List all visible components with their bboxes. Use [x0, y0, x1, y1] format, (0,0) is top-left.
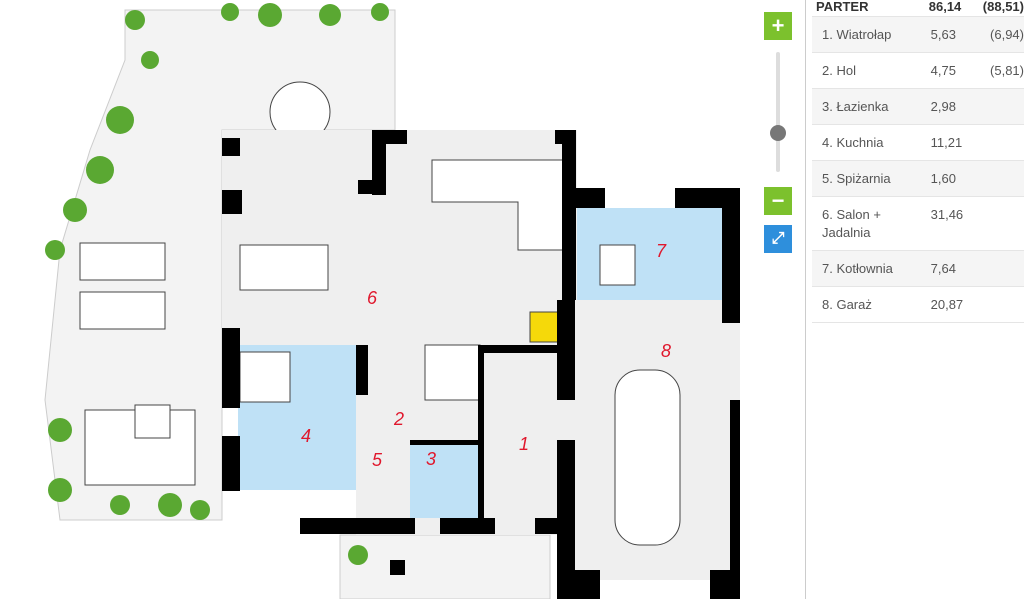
room-name: 7. Kotłownia	[822, 261, 893, 276]
floor-name: PARTER	[816, 0, 869, 14]
room-area: 11,21	[930, 135, 963, 150]
table-row: 5. Spiżarnia 1,60	[812, 161, 1024, 197]
room-7-floor	[577, 208, 722, 300]
floor-plan[interactable]: 1 2 3 4 5 6 7 8	[0, 0, 760, 599]
table-row: 1. Wiatrołap 5,63 (6,94)	[812, 17, 1024, 53]
room-label-4: 4	[301, 426, 311, 446]
table-row: 7. Kotłownia 7,64	[812, 251, 1024, 287]
table-row: 4. Kuchnia 11,21	[812, 125, 1024, 161]
room-gross-area	[976, 170, 1024, 188]
path-bottom	[339, 534, 551, 599]
room-area: 4,75	[930, 63, 956, 78]
table-header: PARTER 86,14 (88,51)	[812, 0, 1024, 17]
zoom-slider[interactable]	[776, 52, 780, 172]
room-label-6: 6	[367, 288, 378, 308]
room-gross-area	[976, 296, 1024, 314]
zoom-in-button[interactable]: +	[764, 12, 792, 40]
dining-table	[239, 244, 329, 291]
room-area: 2,98	[930, 99, 956, 114]
room-name: 1. Wiatrołap	[822, 27, 892, 42]
room-gross-area	[976, 206, 1024, 242]
lounger	[79, 291, 166, 330]
room-name: 2. Hol	[822, 63, 856, 78]
room-label-2: 2	[393, 409, 404, 429]
room-area: 31,46	[930, 207, 964, 222]
table-row: 3. Łazienka 2,98	[812, 89, 1024, 125]
room-3-floor	[410, 445, 480, 518]
fireplace	[529, 311, 561, 343]
room-gross-area	[976, 134, 1024, 152]
boiler	[599, 244, 636, 286]
room-name: 4. Kuchnia	[822, 135, 884, 150]
room-name: 6. Salon + Jadalnia	[822, 207, 881, 240]
plants	[45, 3, 389, 565]
divider	[805, 0, 806, 599]
room-gross-area: (6,94)	[990, 27, 1024, 42]
fullscreen-button[interactable]: ⤢	[764, 225, 792, 253]
room-name: 5. Spiżarnia	[822, 171, 891, 186]
room-label-5: 5	[372, 450, 383, 470]
room-label-7: 7	[656, 241, 667, 261]
room-area: 1,60	[930, 171, 956, 186]
walls	[222, 130, 740, 599]
outdoor-table	[134, 404, 171, 439]
room-gross-area	[976, 260, 1024, 278]
room-label-3: 3	[426, 449, 436, 469]
room-labels: 1 2 3 4 5 6 7 8	[301, 241, 671, 470]
zoom-slider-handle[interactable]	[770, 125, 786, 141]
room-label-8: 8	[661, 341, 671, 361]
room-area: 20,87	[930, 297, 964, 312]
stairs	[424, 344, 481, 401]
floor-gross: (88,51)	[982, 0, 1024, 14]
car	[614, 369, 681, 546]
room-name: 8. Garaż	[822, 297, 872, 312]
kitchen-counter	[239, 351, 291, 403]
lounger	[79, 242, 166, 281]
area-table: PARTER 86,14 (88,51) 1. Wiatrołap 5,63 (6,…	[812, 0, 1024, 323]
room-area: 5,63	[930, 27, 956, 42]
floor-area: 86,14	[928, 0, 962, 14]
table-row: 2. Hol 4,75 (5,81)	[812, 53, 1024, 89]
room-name: 3. Łazienka	[822, 99, 889, 114]
room-label-1: 1	[519, 434, 529, 454]
table-row: 6. Salon + Jadalnia 31,46	[812, 197, 1024, 251]
room-gross-area	[976, 98, 1024, 116]
terrace	[44, 9, 396, 521]
table-row: 8. Garaż 20,87	[812, 287, 1024, 323]
room-area: 7,64	[930, 261, 956, 276]
zoom-out-button[interactable]: −	[764, 187, 792, 215]
room-gross-area: (5,81)	[990, 63, 1024, 78]
